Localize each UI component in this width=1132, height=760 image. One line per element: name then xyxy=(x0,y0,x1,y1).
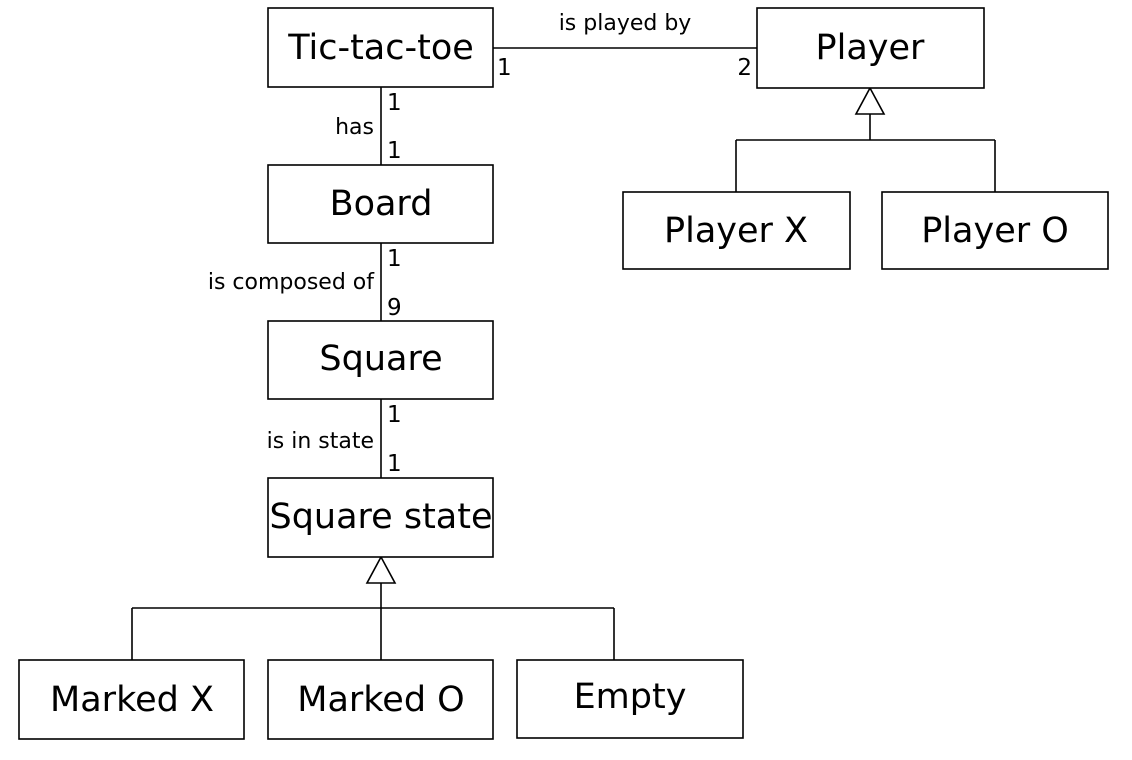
multiplicity-square: 9 xyxy=(387,295,402,321)
multiplicity-tictactoe-board: 1 xyxy=(387,90,402,116)
class-name: Square xyxy=(319,339,442,379)
class-marked-o: Marked O xyxy=(267,659,494,740)
class-name: Marked X xyxy=(50,680,214,720)
multiplicity-board-square: 1 xyxy=(387,246,402,272)
class-name: Tic-tac-toe xyxy=(287,28,474,68)
class-empty: Empty xyxy=(516,659,744,739)
multiplicity-board: 1 xyxy=(387,138,402,164)
class-square: Square xyxy=(267,320,494,400)
class-name: Player X xyxy=(664,211,808,251)
multiplicity-square-state: 1 xyxy=(387,451,402,477)
class-marked-x: Marked X xyxy=(18,659,245,740)
player-generalization xyxy=(735,86,996,192)
multiplicity-square-state-source: 1 xyxy=(387,402,402,428)
multiplicity-player: 2 xyxy=(737,55,752,81)
class-name: Board xyxy=(330,184,433,224)
square-state-generalization xyxy=(131,555,615,660)
class-board: Board xyxy=(267,164,494,244)
class-name: Marked O xyxy=(297,680,464,720)
multiplicity-tictactoe-player: 1 xyxy=(497,55,512,81)
class-name: Player O xyxy=(921,211,1069,251)
association-label-in-state: is in state xyxy=(267,429,374,454)
class-name: Empty xyxy=(574,677,687,717)
generalization-triangle-icon xyxy=(365,555,397,584)
class-player-o: Player O xyxy=(881,191,1109,270)
class-tictactoe: Tic-tac-toe xyxy=(267,7,494,88)
association-label-has: has xyxy=(335,115,374,140)
association-label-composed-of: is composed of xyxy=(208,270,375,295)
class-player-x: Player X xyxy=(622,191,851,270)
association-label-played-by: is played by xyxy=(559,11,692,36)
class-name: Square state xyxy=(269,497,492,537)
generalization-triangle-icon xyxy=(854,86,886,115)
class-name: Player xyxy=(816,28,926,68)
class-square-state: Square state xyxy=(267,477,494,558)
class-player: Player xyxy=(756,7,985,89)
